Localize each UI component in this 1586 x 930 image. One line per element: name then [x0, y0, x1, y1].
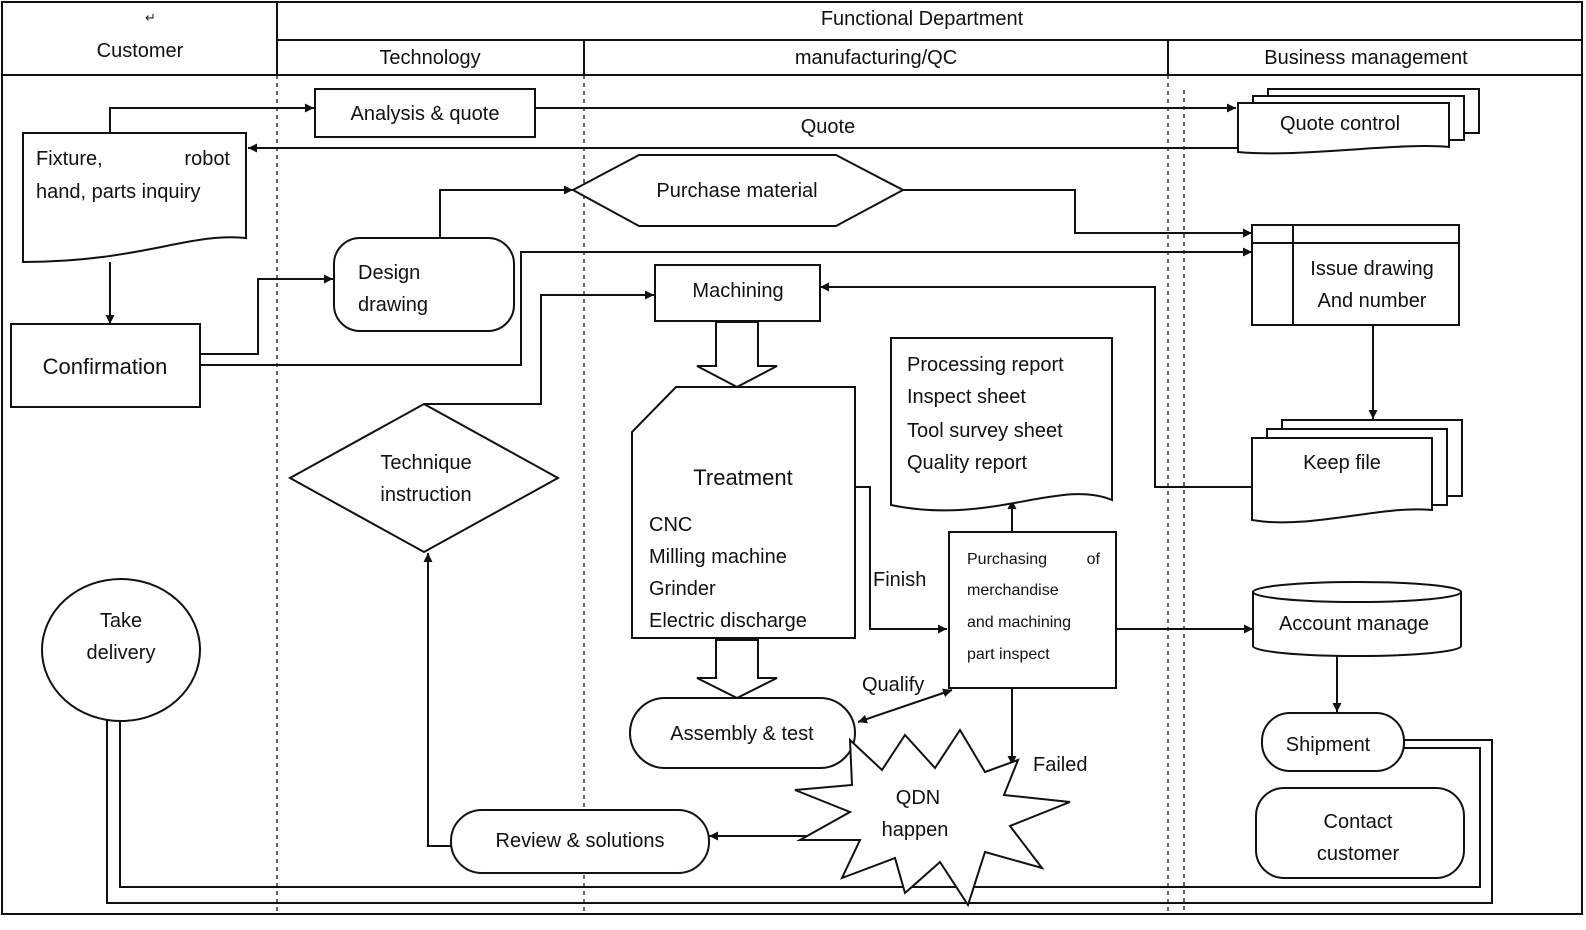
quote-control-label: Quote control: [1280, 113, 1400, 135]
purchasing-inspect-label: merchandise: [967, 582, 1059, 599]
qdn-happen-burst: [794, 728, 1071, 908]
connectors: [105, 103, 1493, 904]
header-functional-department: Functional Department: [821, 8, 1024, 30]
machining-box: [654, 264, 821, 322]
analysis-quote-box: [314, 88, 536, 138]
paragraph-mark: ↵: [145, 10, 156, 25]
treatment-item: CNC: [649, 514, 692, 536]
account-manage-cylinder: [1252, 581, 1462, 657]
issue-drawing-label: And number: [1318, 290, 1427, 312]
treatment-item: Grinder: [649, 578, 716, 600]
purchase-material-hexagon: [570, 154, 906, 227]
review-solutions-box: [450, 809, 710, 874]
technique-instruction-diamond: [287, 402, 561, 554]
report-item: Tool survey sheet: [907, 420, 1063, 442]
reports-document: [890, 337, 1113, 512]
assembly-test-label: Assembly & test: [670, 723, 814, 745]
contact-customer-label: Contact: [1324, 811, 1393, 833]
fixture-inquiry-document: [22, 132, 247, 264]
keep-file-multidoc: [1251, 419, 1463, 524]
design-drawing-label: Design: [358, 262, 420, 284]
treatment-item: Electric discharge: [649, 610, 807, 632]
purchasing-inspect-label: and machining: [967, 614, 1071, 631]
header-customer: Customer: [97, 40, 184, 62]
report-item: Quality report: [907, 452, 1027, 474]
edge-label-quote: Quote: [801, 116, 855, 138]
issue-drawing-label: Issue drawing: [1310, 258, 1433, 280]
fixture-inquiry-label: hand, parts inquiry: [36, 181, 201, 203]
edge-label-finish: Finish: [873, 569, 926, 591]
contact-customer-box: [1255, 787, 1465, 879]
report-item: Processing report: [907, 354, 1064, 376]
purchase-material-label: Purchase material: [656, 180, 817, 202]
quote-control-multidoc: [1237, 88, 1480, 155]
take-delivery-circle: [41, 578, 201, 722]
purchasing-inspect-label: of: [1087, 551, 1101, 568]
header-manufacturing-qc: manufacturing/QC: [795, 47, 957, 69]
contact-customer-label: customer: [1317, 843, 1400, 865]
fixture-inquiry-label: Fixture,: [36, 148, 103, 170]
technique-instruction-label: Technique: [380, 452, 471, 474]
header-business-management: Business management: [1264, 47, 1468, 69]
purchasing-inspect-label: part inspect: [967, 646, 1050, 663]
confirmation-box: [10, 323, 201, 408]
assembly-test-box: [629, 697, 856, 769]
review-solutions-label: Review & solutions: [496, 830, 665, 852]
design-drawing-box: [333, 237, 515, 332]
confirmation-label: Confirmation: [43, 354, 168, 379]
purchasing-inspect-box: [948, 531, 1117, 689]
take-delivery-label: Take: [100, 610, 142, 632]
treatment-item: Milling machine: [649, 546, 787, 568]
fixture-inquiry-label: robot: [184, 148, 230, 170]
edge-label-failed: Failed: [1033, 754, 1087, 776]
qdn-happen-label: QDN: [896, 787, 940, 809]
purchasing-inspect-label: Purchasing: [967, 551, 1047, 568]
account-manage-label: Account manage: [1279, 613, 1429, 635]
design-drawing-label: drawing: [358, 294, 428, 316]
edge-label-qualify: Qualify: [862, 674, 924, 696]
treatment-card: [631, 386, 856, 639]
header-technology: Technology: [379, 47, 480, 69]
technique-instruction-label: instruction: [380, 484, 471, 506]
qdn-happen-label: happen: [882, 819, 949, 841]
keep-file-label: Keep file: [1303, 452, 1381, 474]
report-item: Inspect sheet: [907, 386, 1026, 408]
take-delivery-label: delivery: [87, 642, 156, 664]
shipment-label: Shipment: [1286, 734, 1371, 756]
treatment-title: Treatment: [693, 465, 792, 490]
shipment-box: [1261, 712, 1405, 772]
issue-drawing-box: [1251, 224, 1460, 326]
machining-label: Machining: [692, 280, 783, 302]
analysis-quote-label: Analysis & quote: [351, 103, 500, 125]
